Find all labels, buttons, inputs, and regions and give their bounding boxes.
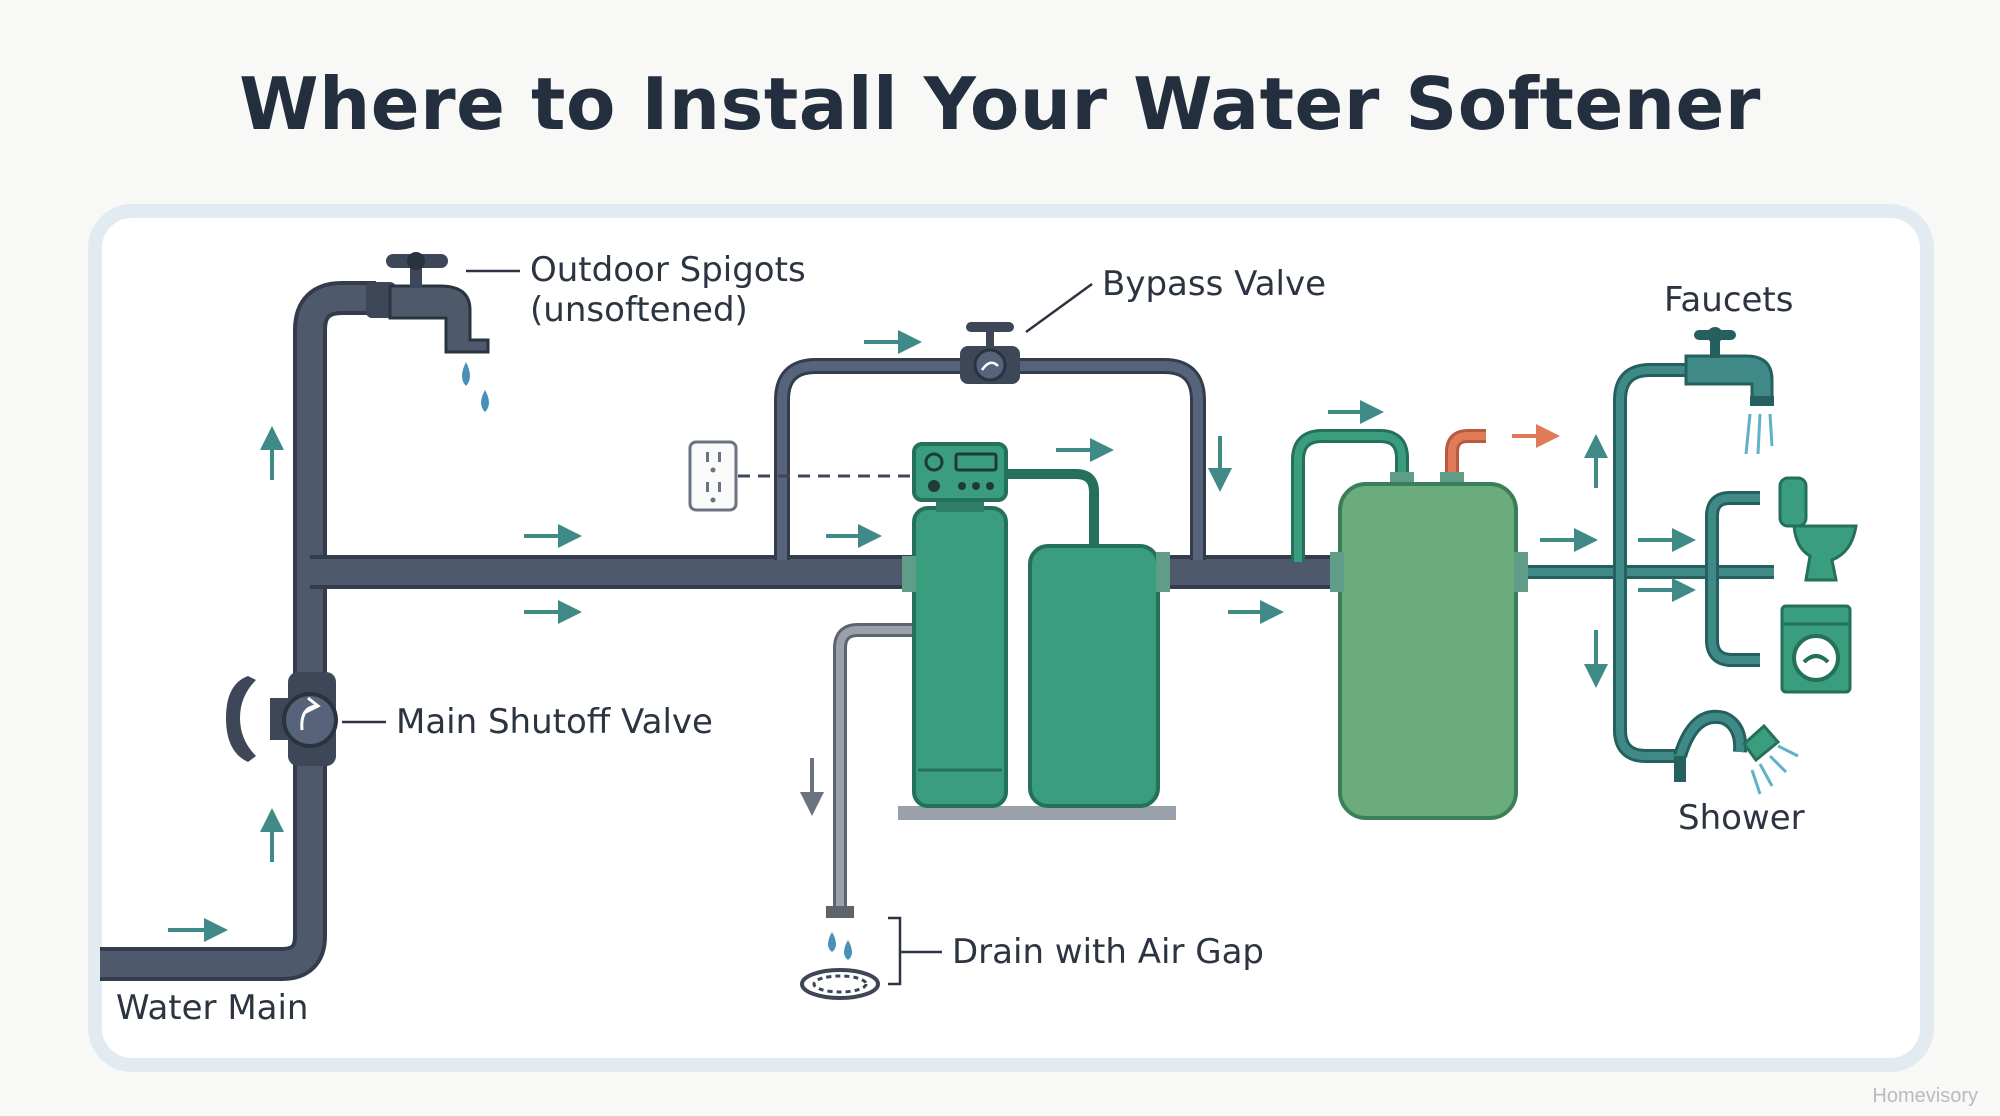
main-shutoff-valve-icon bbox=[226, 672, 338, 766]
shower-head-icon bbox=[1741, 723, 1799, 795]
water-main-label: Water Main bbox=[116, 988, 309, 1028]
softener-base bbox=[898, 806, 1176, 820]
resin-tank-icon bbox=[902, 494, 1008, 808]
brine-tank-icon bbox=[1028, 544, 1170, 808]
shower-label: Shower bbox=[1678, 798, 1805, 838]
faucets-label: Faucets bbox=[1664, 280, 1794, 320]
bypass-valve-label: Bypass Valve bbox=[1102, 264, 1327, 304]
outdoor-spigots-sublabel: (unsoftened) bbox=[530, 290, 748, 330]
air-gap bbox=[826, 906, 854, 918]
page-title: Where to Install Your Water Softener bbox=[239, 62, 1761, 146]
floor-drain-icon bbox=[800, 932, 880, 1000]
electrical-outlet-icon bbox=[688, 440, 738, 512]
brine-tube bbox=[1006, 469, 1099, 546]
outdoor-spigot-icon bbox=[366, 252, 490, 412]
toilet-icon bbox=[1778, 476, 1858, 582]
control-head-icon bbox=[912, 442, 1008, 502]
outdoor-spigots-label: Outdoor Spigots bbox=[530, 250, 806, 290]
main-shutoff-valve-label: Main Shutoff Valve bbox=[396, 702, 713, 742]
main-supply-pipe bbox=[100, 281, 1342, 981]
bypass-valve-icon bbox=[960, 322, 1020, 384]
washing-machine-icon bbox=[1780, 604, 1852, 694]
distribution-pipes bbox=[1528, 363, 1774, 782]
drain-with-air-gap-label: Drain with Air Gap bbox=[952, 932, 1264, 972]
leader-lines bbox=[342, 269, 1093, 986]
water-heater-icon bbox=[1291, 429, 1528, 820]
flow-arrows bbox=[168, 330, 1696, 942]
drain-line bbox=[833, 623, 912, 906]
watermark: Homevisory bbox=[1872, 1085, 1978, 1107]
faucet-icon bbox=[1684, 327, 1774, 455]
